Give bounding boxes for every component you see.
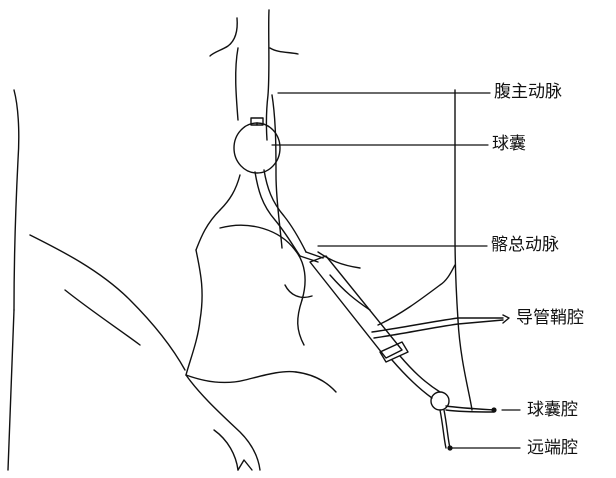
label-iliac-artery: 髂总动脉 [491, 235, 559, 255]
catheter-hub [431, 392, 494, 448]
label-abdominal-aorta: 腹主动脉 [494, 82, 562, 102]
body-contour-left [8, 90, 19, 470]
label-sheath-lumen: 导管鞘腔 [516, 308, 584, 328]
pelvis-outline [30, 210, 455, 470]
leader-lines [272, 93, 520, 448]
body-contour-right [455, 90, 472, 410]
distal-lumen-port-icon [447, 445, 452, 450]
label-distal-lumen: 远端腔 [527, 438, 578, 458]
label-balloon: 球囊 [492, 134, 526, 154]
balloon-lumen-port-icon [491, 407, 496, 412]
catheter-assembly [255, 170, 509, 398]
label-balloon-lumen: 球囊腔 [527, 400, 578, 420]
abdominal-aorta-outline [210, 10, 298, 248]
